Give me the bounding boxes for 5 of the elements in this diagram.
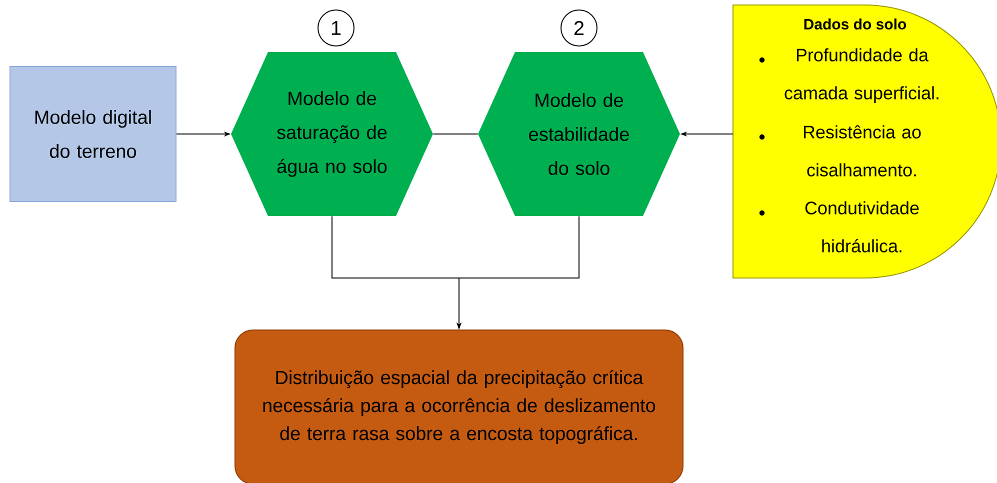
result-box: Distribuição espacial da precipitação crítica necessária para a ocorrência de deslizamento de terra rasa sobre a encosta topográfica. [234, 330, 684, 483]
data-panel: Dados do solo Profundidade da camada superficial. Resistência ao cisalhamento. Condutividade hidráulica. [732, 4, 997, 278]
input-box: Modelo digital do terreno [10, 66, 176, 202]
process-hexagon: Modelo de saturação de água no solo [231, 52, 433, 216]
process-hexagon: Modelo de estabilidade do solo [478, 52, 680, 216]
